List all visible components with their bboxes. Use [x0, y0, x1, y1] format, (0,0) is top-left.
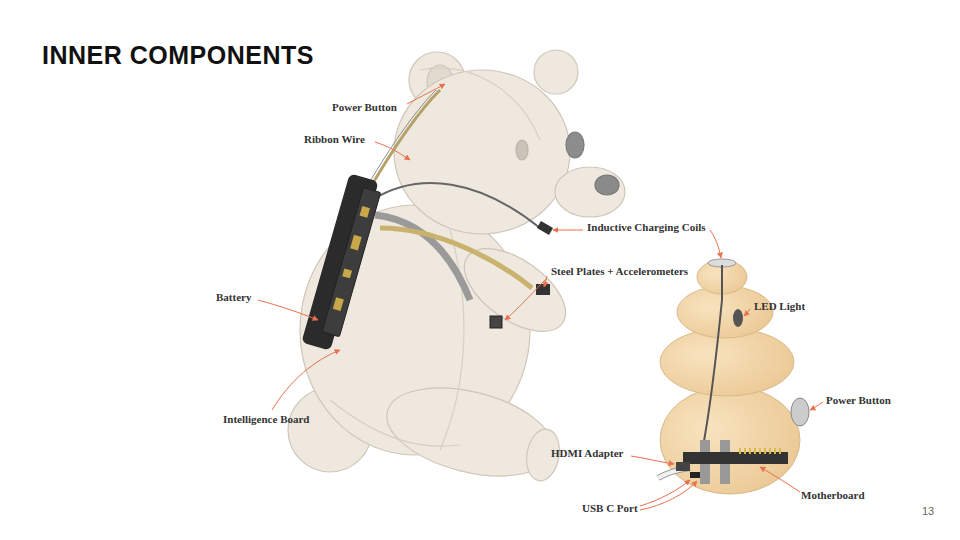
bear-snout — [555, 167, 625, 217]
part-label: HDMI Adapter — [551, 447, 623, 460]
leader-arrow — [375, 142, 410, 160]
leader-arrow — [810, 402, 823, 410]
steel-plate — [536, 284, 550, 295]
leader-arrow — [760, 467, 800, 492]
leader-arrows — [258, 84, 823, 510]
bear-components — [301, 90, 553, 352]
part-label: Steel Plates + Accelerometers — [551, 265, 688, 278]
page-number: 13 — [922, 505, 934, 518]
part-label: Ribbon Wire — [304, 133, 365, 146]
bear-eye — [566, 132, 584, 158]
part-label: LED Light — [754, 300, 805, 313]
board-chip — [342, 268, 352, 278]
hive-cable — [702, 265, 722, 452]
part-label: Power Button — [332, 101, 397, 114]
bear-seam — [330, 400, 460, 446]
hive-bottom-layer — [660, 386, 800, 494]
bear-ear — [534, 50, 578, 94]
charging-coil — [537, 221, 553, 235]
leader-arrow — [553, 230, 583, 231]
leader-arrow — [544, 276, 547, 287]
slide-title: INNER COMPONENTS — [42, 40, 314, 70]
hdmi-adapter — [676, 462, 690, 471]
ribbon-wire — [380, 228, 532, 288]
hive-components — [658, 265, 809, 484]
part-label: Motherboard — [801, 489, 865, 502]
intelligence-board — [322, 188, 381, 337]
board-chip — [350, 235, 362, 251]
leader-arrow — [407, 84, 445, 104]
leader-arrow — [631, 456, 674, 464]
part-label: USB C Port — [582, 502, 638, 515]
bear-head — [394, 70, 570, 234]
hive-power-button — [791, 398, 809, 426]
leader-arrow — [505, 278, 547, 320]
steel-plate — [490, 316, 502, 328]
board-chip — [333, 297, 344, 311]
bear-seam — [420, 68, 540, 140]
board-chip — [360, 206, 370, 218]
bear-nose — [595, 175, 619, 195]
leader-arrow — [640, 481, 697, 510]
motherboard-pins — [740, 448, 780, 454]
part-label: Battery — [216, 291, 251, 304]
leader-arrow — [710, 230, 721, 258]
leader-arrow — [258, 300, 318, 320]
leader-arrow — [272, 350, 340, 410]
motherboard — [683, 452, 788, 464]
bear-eye — [516, 140, 528, 160]
led-light — [733, 309, 743, 327]
beehive — [660, 259, 800, 494]
part-label: Intelligence Board — [223, 413, 309, 426]
leader-arrow — [744, 309, 750, 316]
part-label: Power Button — [826, 394, 891, 407]
usb-c-port — [690, 472, 700, 478]
part-label: Inductive Charging Coils — [587, 221, 706, 234]
